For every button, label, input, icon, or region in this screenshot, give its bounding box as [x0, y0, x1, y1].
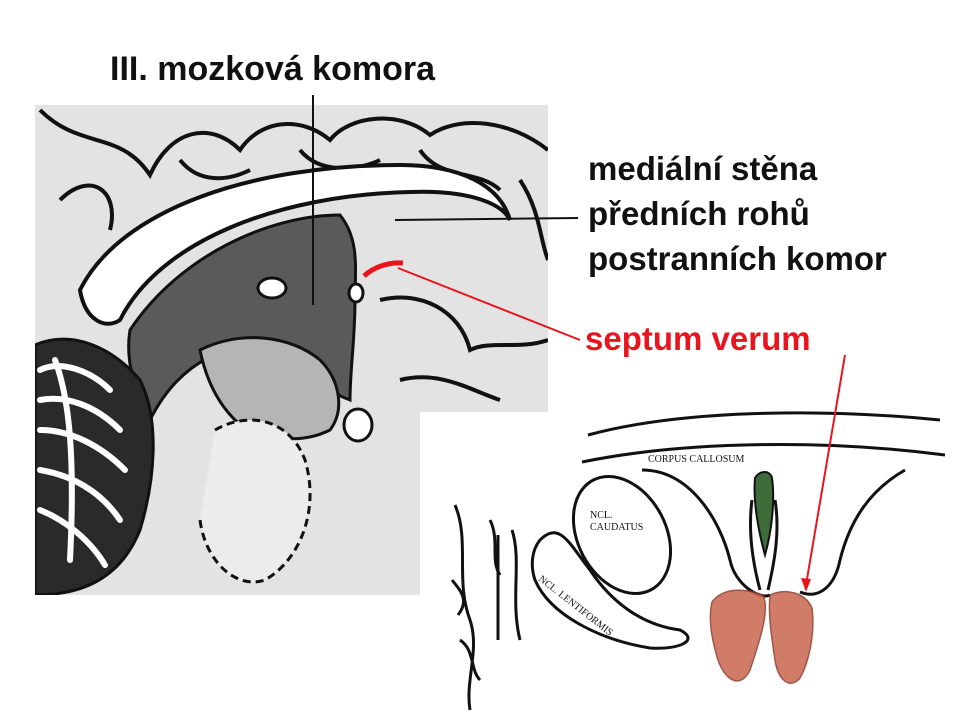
inset-background: [420, 412, 960, 720]
septum-arrow-line: [805, 354, 846, 586]
third-ventricle-region: [127, 213, 358, 424]
septum-verum-region: [709, 589, 767, 682]
septum-verum-label: septum verum: [585, 320, 811, 357]
ventricle-wall-right: [799, 468, 906, 596]
septum-verum-region-right: [768, 591, 814, 684]
corpus-callosum-sagittal: [77, 162, 512, 326]
cortex-gyri: [38, 108, 548, 180]
caudate-label-line2: CAUDATUS: [590, 522, 643, 533]
diencephalon: [198, 336, 341, 441]
corpus-callosum-coronal: [581, 411, 946, 464]
septum-highlight-mark: [362, 260, 404, 278]
pons-outline: [198, 418, 312, 584]
medial-wall-label-line3: postranních komor: [588, 240, 887, 277]
cerebellum-folia: [37, 357, 128, 568]
mammillary-body: [342, 407, 374, 443]
interthalamic-adhesion: [256, 276, 288, 300]
lentiform-nucleus: [530, 531, 690, 650]
corpus-callosum-label: CORPUS CALLOSUM: [648, 454, 745, 465]
septum-arrow-head: [801, 578, 811, 592]
septum-pellucidum: [753, 471, 775, 559]
coronal-inset-panel: CORPUS CALLOSUM NCL. CAUDATUS NCL. LENTI…: [420, 354, 960, 720]
septum-pellucidum-stalk: [748, 499, 779, 591]
septum-pointer-line: [397, 267, 581, 341]
caudate-label-line1: NCL.: [590, 510, 613, 521]
insula-outline: [450, 504, 522, 711]
title-label: III. mozková komora: [110, 50, 436, 88]
anterior-commissure: [347, 282, 365, 304]
medial-wall-label-line2: předních rohů: [588, 195, 810, 232]
brain-sagittal-panel: [35, 95, 579, 595]
medial-wall-pointer-line: [394, 217, 579, 221]
medial-wall-label-line1: mediální stěna: [588, 150, 818, 187]
caudate-nucleus: [571, 474, 673, 596]
